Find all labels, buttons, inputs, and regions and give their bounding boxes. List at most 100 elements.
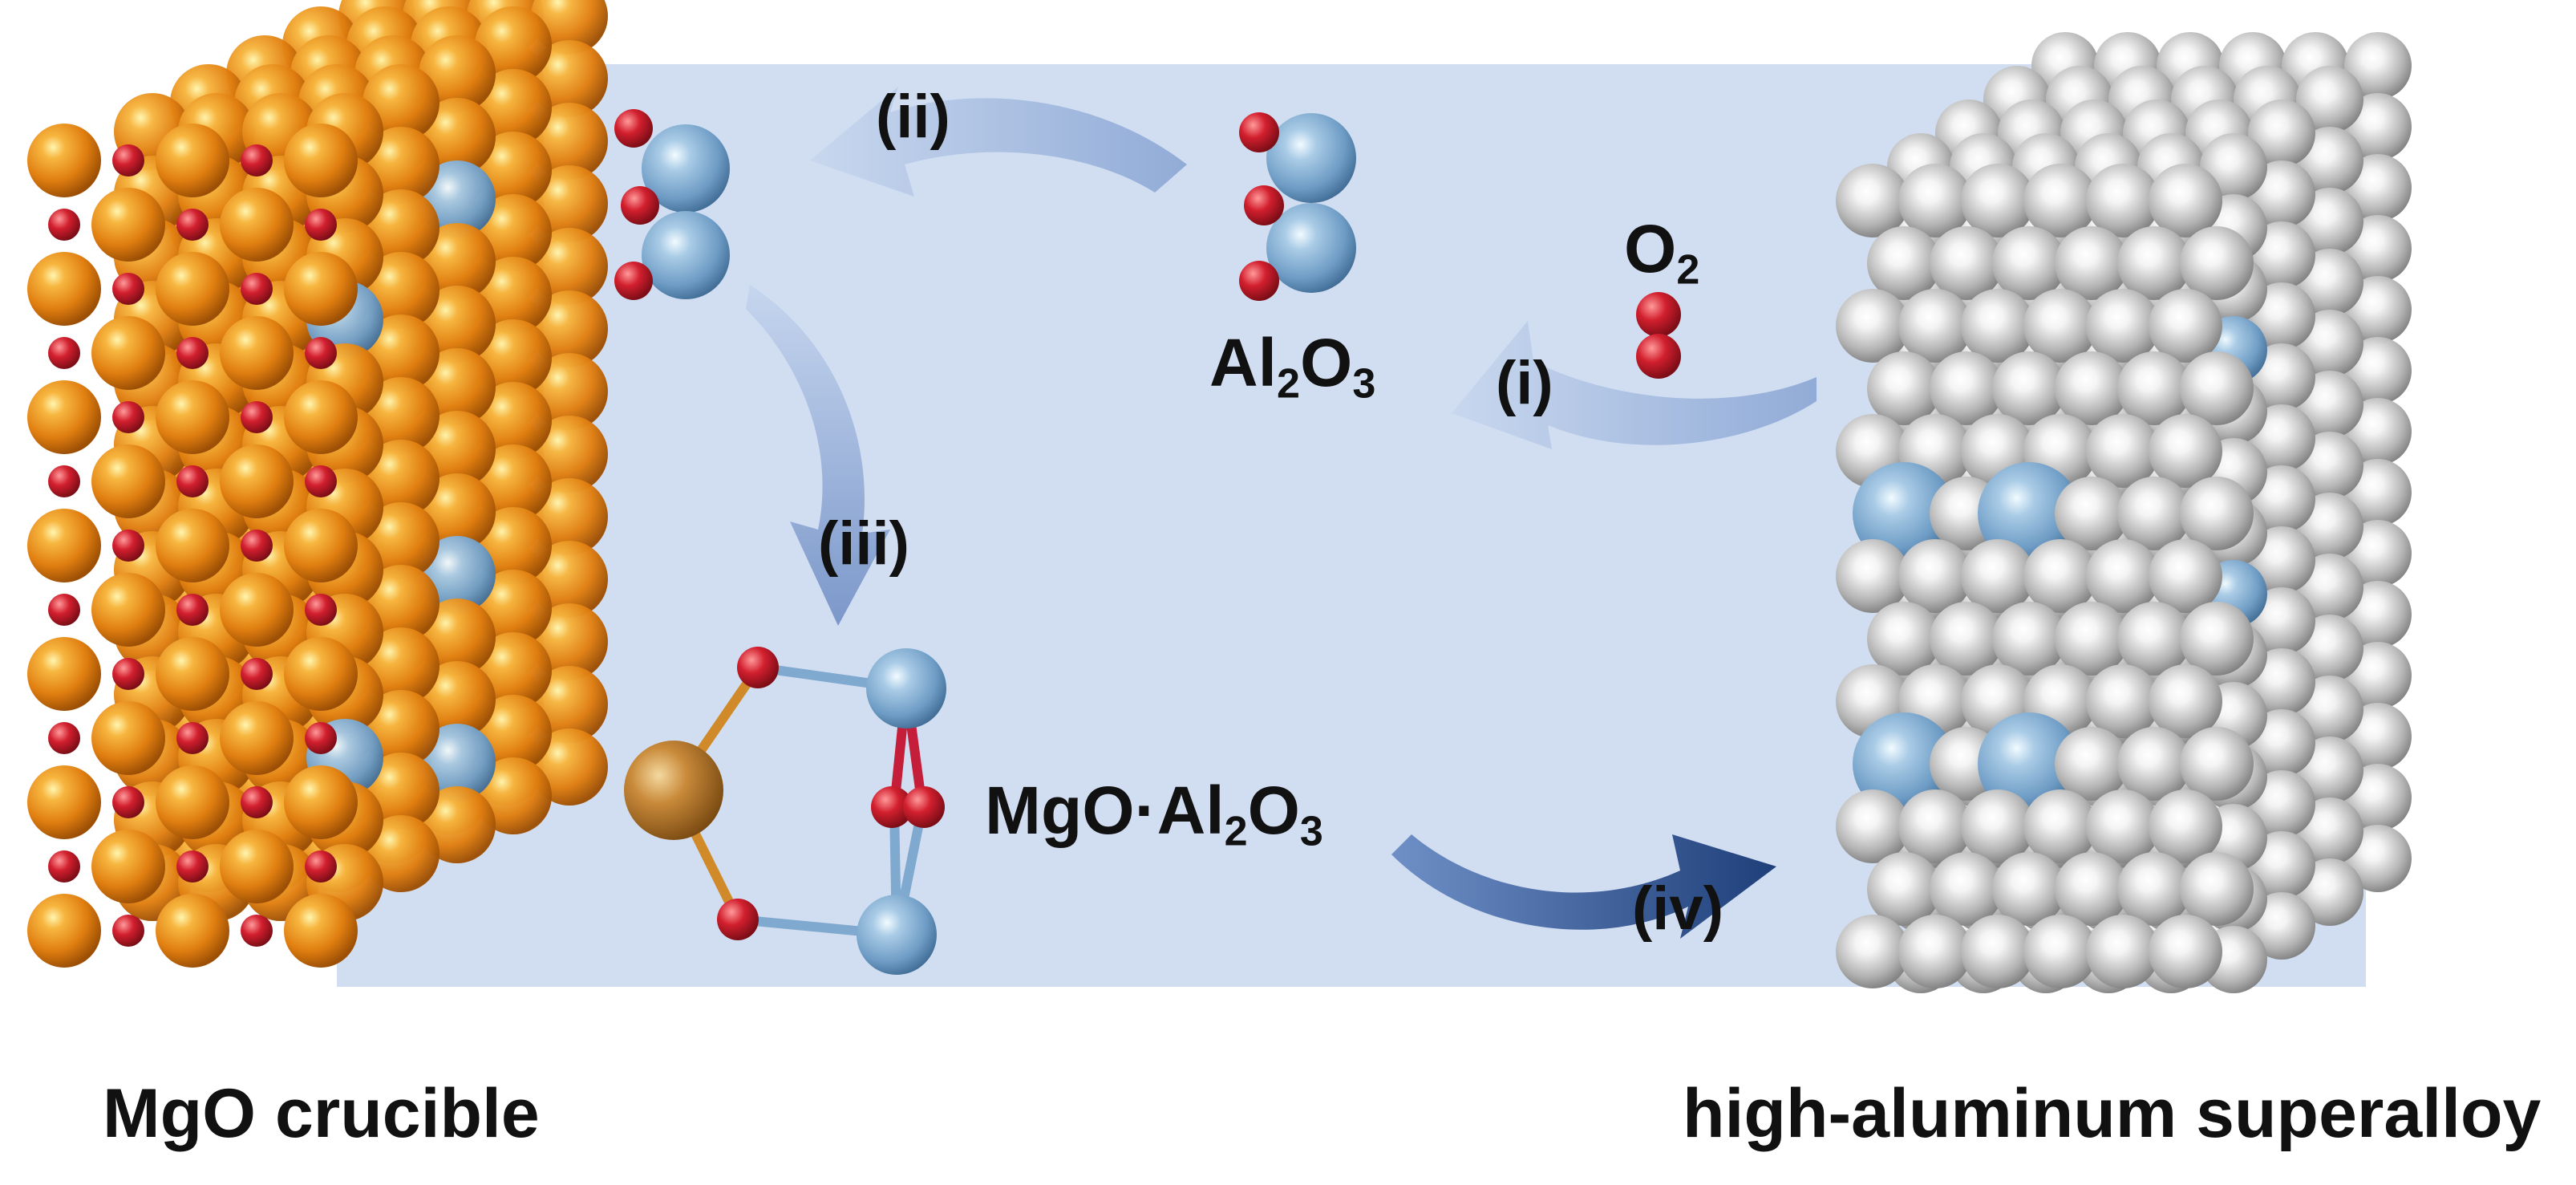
nickel-atom	[2086, 289, 2160, 363]
oxygen-atom	[112, 530, 144, 562]
magnesium-atom	[284, 380, 358, 454]
nickel-atom	[1992, 852, 2066, 926]
magnesium-atom	[284, 509, 358, 582]
magnesium-atom	[284, 124, 358, 197]
nickel-atom	[2086, 414, 2160, 488]
nickel-atom	[2086, 789, 2160, 863]
magnesium-atom	[156, 509, 229, 582]
superalloy-caption: high-aluminum superalloy	[1683, 1075, 2542, 1152]
nickel-atom	[2248, 99, 2315, 167]
mgo-crucible-caption: MgO crucible	[103, 1075, 540, 1152]
nickel-atom	[2023, 539, 2097, 613]
superalloy-block	[1836, 32, 2412, 993]
nickel-atom	[1836, 915, 1910, 988]
oxygen-atom	[305, 722, 337, 754]
magnesium-atom	[284, 252, 358, 326]
step-iv-arrow	[1391, 834, 1776, 939]
nickel-atom	[1930, 351, 2003, 425]
nickel-atom	[2086, 664, 2160, 738]
magnesium-atom	[220, 188, 294, 262]
oxygen-atom	[48, 722, 80, 754]
oxygen-atom	[305, 337, 337, 369]
nickel-atom	[2296, 66, 2363, 133]
aluminum-atom	[1853, 462, 1955, 565]
oxygen-atom	[241, 658, 273, 690]
magnesium-atom	[27, 252, 101, 326]
nickel-atom	[2023, 915, 2097, 988]
oxygen-atom	[48, 594, 80, 626]
nickel-atom	[2055, 852, 2128, 926]
o2-label: O2	[1624, 211, 1700, 294]
oxygen-atom	[305, 850, 337, 883]
nickel-atom	[2149, 164, 2222, 237]
oxygen-atom	[176, 209, 209, 241]
nickel-atom	[1836, 164, 1910, 237]
nickel-atom	[1898, 915, 1972, 988]
nickel-atom	[2055, 226, 2128, 300]
o2-molecule	[1636, 292, 1681, 379]
nickel-atom	[2086, 164, 2160, 237]
nickel-atom	[2180, 226, 2254, 300]
magnesium-atom	[156, 252, 229, 326]
nickel-atom	[2149, 289, 2222, 363]
nickel-atom	[2023, 789, 2097, 863]
step-i-arrow	[1452, 321, 1817, 449]
nickel-atom	[1961, 915, 2035, 988]
magnesium-atom	[91, 701, 165, 775]
magnesium-atom	[27, 509, 101, 582]
oxygen-atom	[112, 786, 144, 818]
magnesium-atom	[91, 188, 165, 262]
magnesium-atom	[220, 830, 294, 903]
step-i-label: (i)	[1496, 349, 1553, 417]
nickel-atom	[1867, 351, 1941, 425]
nickel-atom	[2055, 727, 2128, 801]
nickel-atom	[2117, 477, 2191, 550]
magnesium-atom	[27, 380, 101, 454]
nickel-atom	[2149, 539, 2222, 613]
magnesium-atom	[27, 637, 101, 711]
magnesium-atom	[91, 444, 165, 518]
nickel-atom	[1992, 351, 2066, 425]
oxygen-atom	[176, 722, 209, 754]
nickel-atom	[1992, 602, 2066, 676]
nickel-atom	[2055, 351, 2128, 425]
nickel-atom	[2086, 915, 2160, 988]
magnesium-atom	[156, 637, 229, 711]
oxygen-atom	[176, 594, 209, 626]
step-ii-arrow	[810, 87, 1187, 197]
oxygen-atom	[305, 209, 337, 241]
nickel-atom	[2055, 602, 2128, 676]
nickel-atom	[1898, 539, 1972, 613]
nickel-atom	[1867, 602, 1941, 676]
nickel-atom	[1898, 289, 1972, 363]
nickel-atom	[1930, 602, 2003, 676]
nickel-atom	[2149, 414, 2222, 488]
nickel-atom	[1961, 789, 2035, 863]
magnesium-atom	[284, 894, 358, 968]
step-ii-label: (ii)	[876, 83, 950, 151]
magnesium-atom	[27, 765, 101, 839]
magnesium-atom	[91, 316, 165, 390]
oxygen-atom	[241, 915, 273, 947]
oxygen-atom	[48, 850, 80, 883]
nickel-atom	[2117, 852, 2191, 926]
nickel-atom	[2117, 226, 2191, 300]
oxygen-atom	[241, 786, 273, 818]
spinel-molecule	[624, 647, 946, 975]
magnesium-atom	[156, 765, 229, 839]
magnesium-atom	[91, 573, 165, 647]
nickel-atom	[2149, 915, 2222, 988]
oxygen-atom	[48, 209, 80, 241]
nickel-atom	[2180, 477, 2254, 550]
oxygen-atom	[112, 658, 144, 690]
step-iii-label: (iii)	[818, 509, 909, 578]
oxygen-atom	[176, 337, 209, 369]
magnesium-atom	[220, 316, 294, 390]
aluminum-atom	[1978, 462, 2080, 565]
magnesium-atom	[220, 444, 294, 518]
oxygen-atom	[112, 401, 144, 433]
nickel-atom	[1961, 289, 2035, 363]
nickel-atom	[1836, 789, 1910, 863]
adsorbed-al2o3	[614, 109, 730, 300]
